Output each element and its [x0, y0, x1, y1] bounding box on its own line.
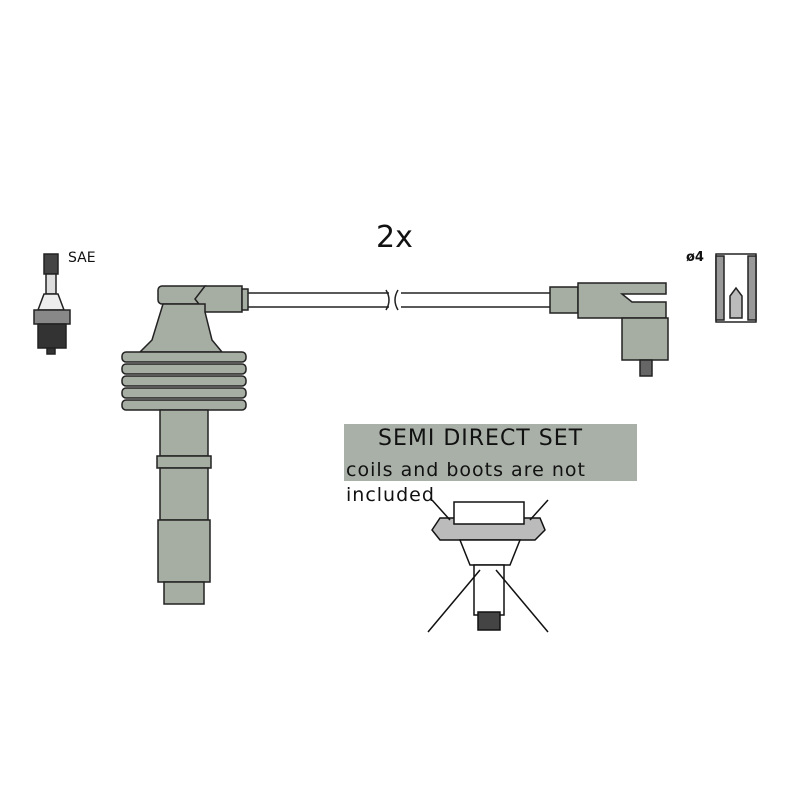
spark-plug-boot: [549, 282, 669, 377]
quantity-label: 2x: [376, 220, 413, 255]
note-title: SEMI DIRECT SET: [378, 426, 584, 451]
coil-boot-connector: [121, 285, 249, 605]
note-text-line2: included: [346, 484, 435, 506]
note-box: [344, 424, 637, 481]
terminal-icon: [715, 253, 757, 323]
spark-plug-icon: [33, 253, 71, 355]
terminal-diameter-label: ø4: [686, 250, 704, 265]
ignition-coil-icon: [427, 499, 549, 633]
ignition-cable: [248, 289, 550, 311]
spark-plug-label: SAE: [68, 250, 96, 266]
note-text-line1: coils and boots are not: [346, 459, 586, 481]
